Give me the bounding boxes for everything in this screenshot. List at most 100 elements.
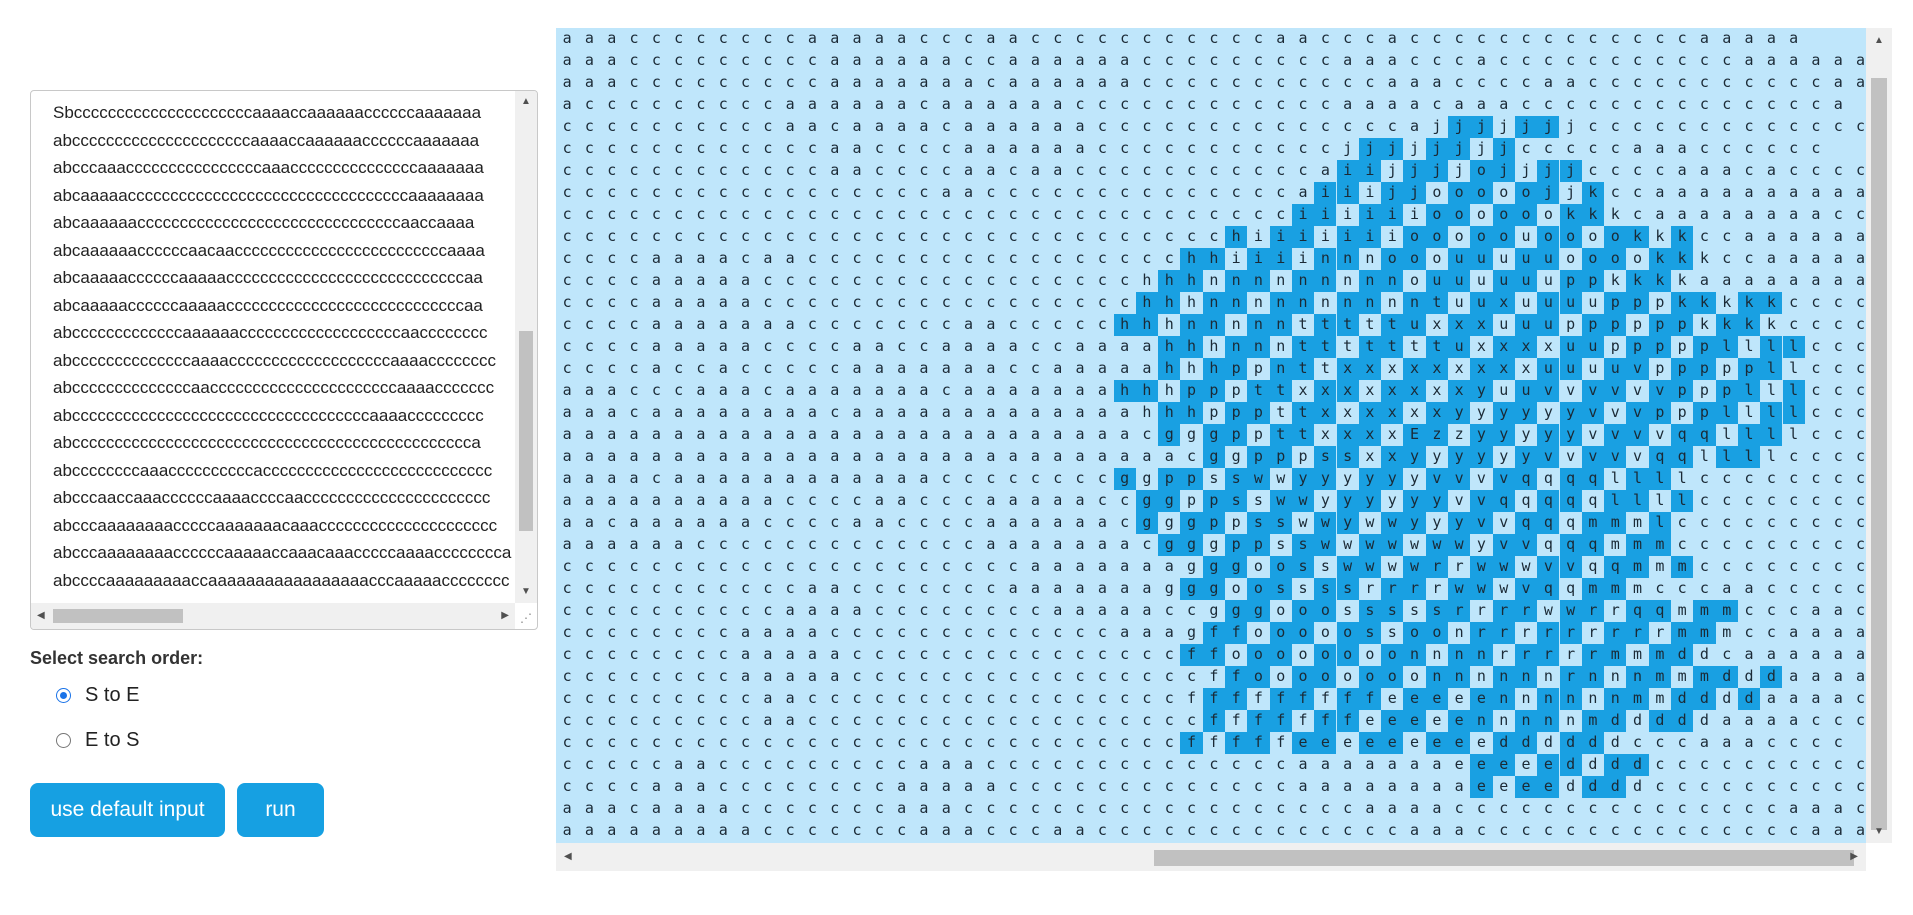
grid-cell: m <box>1633 513 1643 531</box>
resize-grip-icon[interactable]: ⋰ <box>520 611 532 625</box>
grid-cell: n <box>1202 314 1225 336</box>
grid-cell: c <box>584 139 594 157</box>
radio-s-to-e[interactable]: S to E <box>56 684 139 707</box>
grid-cell: c <box>1120 271 1130 289</box>
grid-cell: d <box>1604 754 1627 776</box>
grid-cell: c <box>1075 227 1085 245</box>
grid-cell: w <box>1336 556 1359 578</box>
grid-cell: c <box>986 73 996 91</box>
grid-cell: c <box>1187 29 1197 47</box>
run-button[interactable]: run <box>237 783 324 837</box>
grid-cell: v <box>1499 513 1509 531</box>
grid-cell: c <box>1655 51 1665 69</box>
radio-e-to-s-circle[interactable] <box>56 733 71 748</box>
grid-scroll-up-icon[interactable]: ▲ <box>1874 35 1884 46</box>
grid-cell: w <box>1499 579 1509 597</box>
grid-scroll-left-icon[interactable]: ◀ <box>564 851 572 862</box>
grid-horizontal-thumb[interactable] <box>1154 850 1854 866</box>
grid-cell: a <box>986 777 996 795</box>
grid-cell: a <box>986 513 996 531</box>
grid-cell: o <box>1403 226 1426 248</box>
scroll-down-icon[interactable]: ▼ <box>521 586 531 597</box>
grid-cell: c <box>1699 227 1709 245</box>
grid-cell: a <box>1789 689 1799 707</box>
radio-s-to-e-circle[interactable] <box>56 688 71 703</box>
grid-cell: c <box>1833 755 1843 773</box>
grid-cell: e <box>1403 688 1426 710</box>
grid-vertical-scrollbar[interactable]: ▲ ▼ <box>1866 28 1892 843</box>
grid-cell: a <box>830 645 840 663</box>
grid-cell: e <box>1454 689 1464 707</box>
grid-cell: o <box>1410 667 1420 685</box>
grid-cell: c <box>718 733 728 751</box>
grid-cell: a <box>1075 579 1085 597</box>
grid-cell: x <box>1425 402 1448 424</box>
grid-cell: a <box>674 337 684 355</box>
grid-cell: c <box>696 579 706 597</box>
textarea-vertical-scrollbar[interactable]: ▲ ▼ <box>515 91 537 603</box>
grid-cell: a <box>1075 337 1085 355</box>
grid-cell: c <box>696 557 706 575</box>
grid-cell: q <box>1671 424 1694 446</box>
grid-cell: c <box>1053 469 1063 487</box>
grid-cell: f <box>1314 710 1337 732</box>
use-default-input-button[interactable]: use default input <box>30 783 225 837</box>
grid-cell: a <box>1298 183 1308 201</box>
grid-cell: o <box>1291 666 1315 688</box>
grid-cell: t <box>1425 292 1448 314</box>
grid-cell: c <box>1856 469 1866 487</box>
grid-cell: c <box>1231 799 1241 817</box>
scroll-right-icon[interactable]: ▶ <box>501 610 509 621</box>
grid-cell: a <box>584 491 594 509</box>
grid-cell: c <box>964 579 974 597</box>
grid-cell: p <box>1626 292 1649 314</box>
grid-cell: c <box>674 227 684 245</box>
grid-cell: v <box>1648 380 1671 402</box>
grid-cell: a <box>1744 579 1754 597</box>
grid-cell: c <box>852 271 862 289</box>
grid-cell: c <box>1209 799 1219 817</box>
grid-scroll-right-icon[interactable]: ▶ <box>1850 851 1858 862</box>
grid-cell: a <box>1744 51 1754 69</box>
grid-scroll-down-icon[interactable]: ▼ <box>1874 826 1884 837</box>
grid-cell: y <box>1381 468 1404 490</box>
grid-cell: y <box>1403 512 1426 534</box>
grid-horizontal-scrollbar[interactable]: ◀ ▶ <box>556 843 1866 871</box>
grid-cell: a <box>1566 73 1576 91</box>
grid-cell: c <box>562 271 572 289</box>
scroll-left-icon[interactable]: ◀ <box>37 610 45 621</box>
grid-cell: c <box>1789 535 1799 553</box>
grid-cell: c <box>830 315 840 333</box>
grid-cell: a <box>852 601 862 619</box>
grid-cell: c <box>1097 645 1107 663</box>
grid-cell: c <box>651 645 661 663</box>
input-textarea[interactable]: Sbcccccccccccccccccccccaaaaccaaaaaaccccc… <box>30 90 538 630</box>
grid-cell: d <box>1722 689 1732 707</box>
grid-cell: c <box>696 535 706 553</box>
textarea-horizontal-thumb[interactable] <box>53 609 183 623</box>
radio-e-to-s[interactable]: E to S <box>56 729 139 752</box>
textarea-vertical-thumb[interactable] <box>519 331 533 531</box>
grid-cell: y <box>1320 491 1330 509</box>
grid-cell: c <box>1432 51 1442 69</box>
grid-cell: c <box>1655 95 1665 113</box>
grid-cell: a <box>1789 271 1799 289</box>
grid-cell: j <box>1448 116 1471 138</box>
grid-cell: p <box>1202 380 1225 402</box>
grid-cell: a <box>1097 403 1107 421</box>
grid-cell: c <box>1744 601 1754 619</box>
grid-cell: o <box>1336 622 1359 644</box>
grid-cell: a <box>1053 557 1063 575</box>
grid-cell: m <box>1604 644 1627 666</box>
grid-cell: c <box>584 271 594 289</box>
input-text[interactable]: Sbcccccccccccccccccccccaaaaccaaaaaaccccc… <box>53 99 513 603</box>
grid-cell: c <box>629 161 639 179</box>
scroll-up-icon[interactable]: ▲ <box>521 96 531 107</box>
grid-vertical-thumb[interactable] <box>1871 78 1887 830</box>
grid-cell: a <box>874 469 884 487</box>
grid-cell: c <box>1142 645 1152 663</box>
grid-cell: c <box>1120 777 1130 795</box>
grid-cell: c <box>718 51 728 69</box>
textarea-horizontal-scrollbar[interactable]: ◀ ▶ <box>31 603 515 629</box>
grid-cell: c <box>1298 95 1308 113</box>
